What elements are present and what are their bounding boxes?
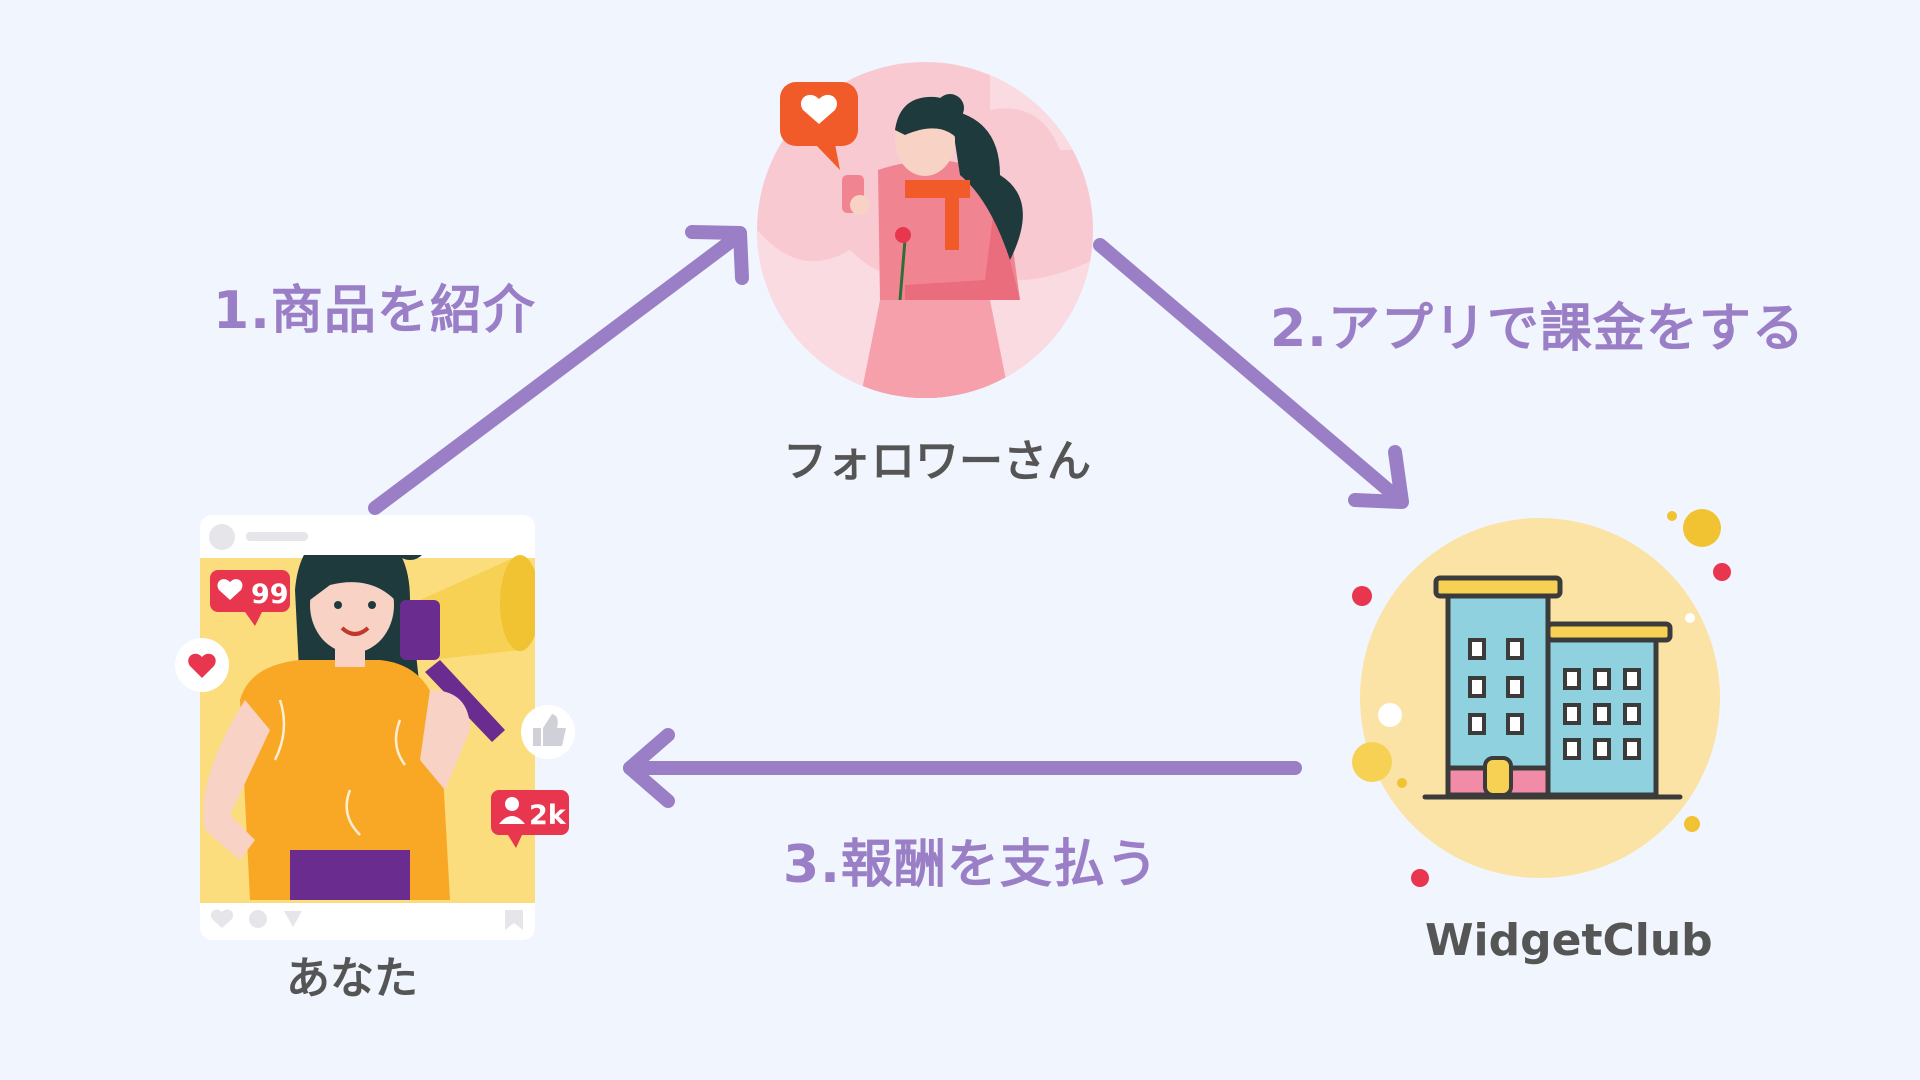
follower-illustration bbox=[757, 62, 1093, 398]
step-1-label: 1.商品を紹介 bbox=[213, 281, 536, 341]
follower-label: フォロワーさん bbox=[783, 436, 1091, 487]
arrow-pay bbox=[623, 728, 1302, 808]
company-illustration bbox=[1352, 509, 1731, 887]
arrow-purchase bbox=[1093, 238, 1409, 509]
arrow-introduce bbox=[368, 225, 749, 515]
likes-count: 99 bbox=[251, 579, 289, 610]
you-post-illustration: 99 2k bbox=[175, 515, 575, 940]
step-3-label: 3.報酬を支払う bbox=[783, 835, 1159, 895]
step-2-label: 2.アプリで課金をする bbox=[1270, 299, 1805, 359]
you-label: あなた bbox=[286, 953, 418, 1004]
company-label: WidgetClub bbox=[1425, 915, 1713, 966]
followers-count: 2k bbox=[529, 800, 567, 831]
